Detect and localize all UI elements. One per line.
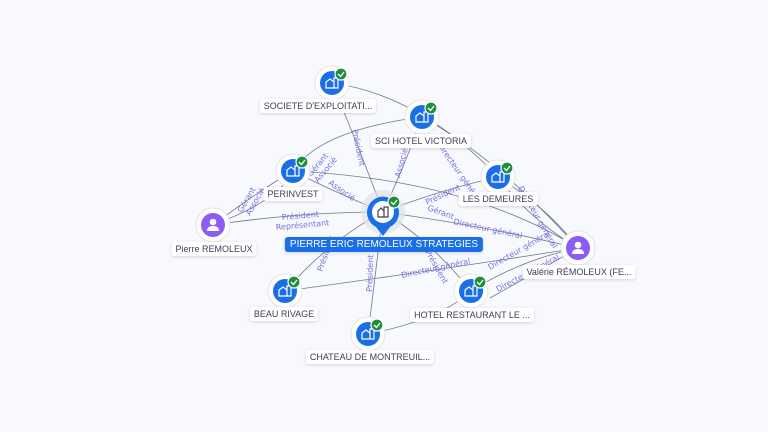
company-node-beau-rivage[interactable] (267, 273, 303, 309)
company-icon (377, 206, 389, 218)
edge-label: Associé (327, 177, 358, 203)
company-node-les-demeures[interactable] (480, 159, 516, 195)
node-label[interactable]: SOCIETE D'EXPLOITATI... (259, 99, 377, 113)
edge (292, 170, 579, 249)
company-node-sci-hotel-victoria[interactable] (404, 99, 440, 135)
company-node-societe[interactable] (314, 65, 350, 101)
edge-label: Associé (392, 147, 410, 179)
node-label[interactable]: PERINVEST (263, 187, 323, 201)
person-node-valerie[interactable] (560, 230, 596, 266)
node-label[interactable]: Pierre REMOLEUX (171, 242, 257, 256)
node-label[interactable]: LES DEMEURES (458, 192, 538, 206)
edge-label: Président (364, 254, 375, 292)
edge-label: Gérant (426, 202, 455, 221)
edge-label: Président (350, 128, 368, 167)
company-node-perinvest[interactable] (275, 153, 311, 189)
node-label[interactable]: HOTEL RESTAURANT LE ... (410, 308, 534, 322)
node-label[interactable]: Valérie RÉMOLEUX (FE... (522, 265, 636, 279)
edge (382, 211, 579, 249)
edge-label: Président (281, 209, 319, 222)
node-label[interactable]: BEAU RIVAGE (249, 307, 319, 321)
node-label[interactable]: SCI HOTEL VICTORIA (370, 134, 472, 148)
center-node[interactable] (361, 190, 405, 236)
edge-label: Représentant (275, 217, 329, 232)
company-node-chateau[interactable] (350, 316, 386, 352)
company-node-hotel-restaurant[interactable] (453, 273, 489, 309)
person-node-pierre[interactable] (195, 207, 231, 243)
node-label[interactable]: CHATEAU DE MONTREUIL... (305, 350, 435, 364)
center-node-label[interactable]: PIERRE ERIC REMOLEUX STRATEGIES (284, 237, 484, 252)
edge (284, 247, 579, 292)
verified-icon (387, 195, 401, 209)
